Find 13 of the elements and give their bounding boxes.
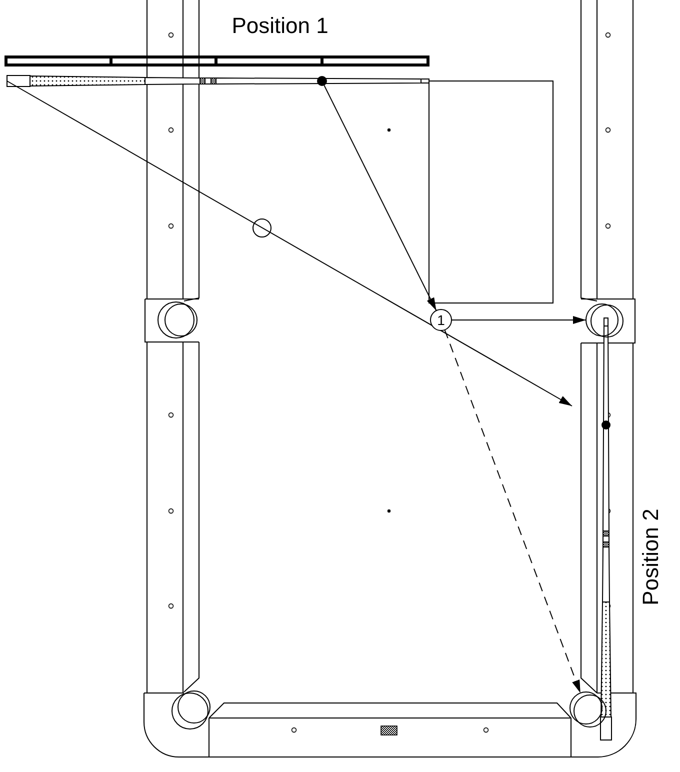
position-label: Position 1 <box>232 15 328 37</box>
object-ball: 1 <box>430 309 452 331</box>
dot-marker-icon <box>317 76 327 86</box>
arrow <box>451 316 586 324</box>
dashed-arrow <box>444 329 581 694</box>
side-pocket <box>586 304 624 338</box>
side-pocket <box>158 302 198 338</box>
position-label: Position 2 <box>640 508 662 606</box>
cue-stick <box>6 75 430 87</box>
arrow <box>6 80 572 406</box>
corner-pocket <box>172 690 210 730</box>
arrow <box>324 84 437 312</box>
corner-pocket <box>570 692 606 728</box>
